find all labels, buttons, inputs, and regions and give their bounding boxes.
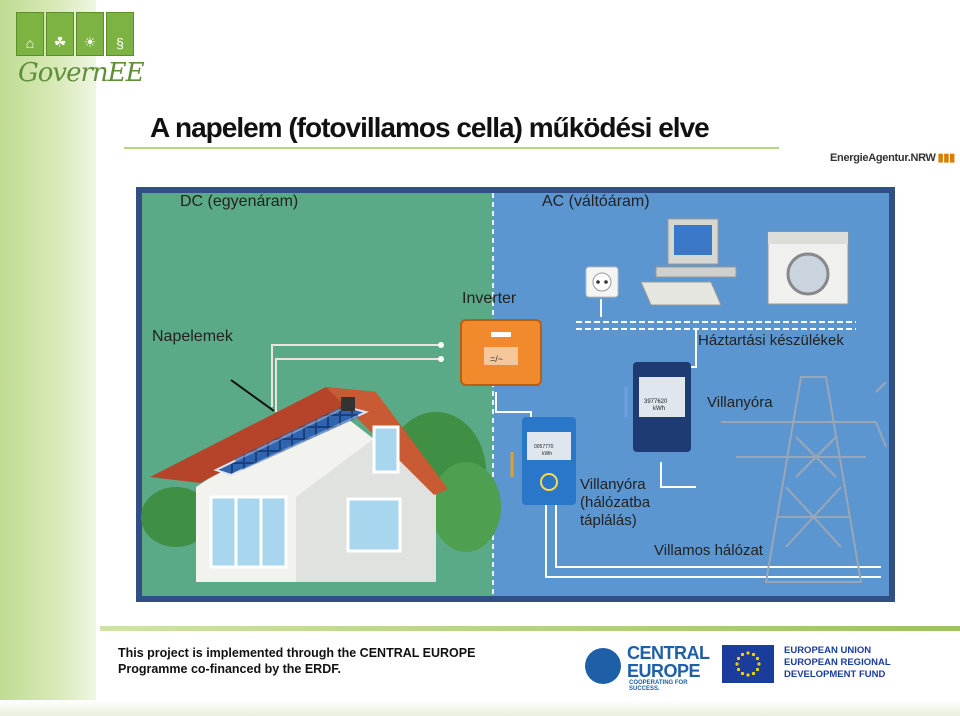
energieagentur-logo: EnergieAgentur.NRW▮▮▮ [830, 151, 955, 164]
eu-text-line1: EUROPEAN UNION [784, 645, 891, 657]
governee-logo-tiles: ⌂ ☘ ☀ § [16, 12, 134, 56]
washing-machine-icon [768, 232, 848, 304]
central-europe-name-line2: EUROPE [627, 662, 710, 680]
consumption-meter-reading: 3977620 [644, 399, 667, 405]
house-window-attic [374, 427, 398, 472]
inverter-box [461, 320, 541, 385]
ac-label: AC (váltóáram) [542, 193, 650, 211]
inverter-symbol: =/~ [490, 354, 503, 364]
energieagentur-logo-text: EnergieAgentur.NRW [830, 152, 936, 164]
inverter-label: Inverter [462, 290, 516, 308]
central-europe-tagline: COOPERATING FOR SUCCESS. [629, 680, 715, 692]
sidebar-band: ⌂ ☘ ☀ § GovernEE [0, 0, 96, 716]
page-title: A napelem (fotovillamos cella) működési … [150, 112, 709, 144]
central-europe-emblem-icon [585, 648, 621, 684]
consumption-meter-label: Villanyóra [707, 394, 773, 411]
house-icon: ⌂ [16, 12, 44, 56]
paragraph-icon: § [106, 12, 134, 56]
consumption-meter-unit: kWh [653, 406, 665, 412]
footer-divider [100, 626, 960, 631]
energieagentur-bars-icon: ▮▮▮ [938, 152, 955, 164]
appliances-label: Háztartási készülékek [698, 332, 844, 349]
feed-meter-unit: kWh [542, 451, 552, 457]
funding-notice: This project is implemented through the … [118, 645, 475, 677]
dc-label: DC (egyenáram) [180, 193, 298, 211]
feed-meter-label-line1: Villanyóra [580, 476, 646, 493]
feed-meter-reading: 0057770 [534, 444, 553, 450]
chimney-box [341, 397, 355, 411]
wall-outlet-icon [586, 267, 618, 297]
central-europe-name: CENTRAL EUROPE [627, 644, 710, 680]
eu-text-line2: EUROPEAN REGIONAL [784, 657, 891, 669]
feed-meter-label-line3: táplálás) [580, 512, 637, 529]
central-europe-name-line1: CENTRAL [627, 644, 710, 662]
house-window-right [348, 499, 400, 551]
funding-notice-line1: This project is implemented through the … [118, 645, 475, 661]
leaf-icon: ☘ [46, 12, 74, 56]
feed-meter-label-line2: (hálózatba [580, 494, 650, 511]
eu-fund-text: EUROPEAN UNION EUROPEAN REGIONAL DEVELOP… [784, 645, 891, 681]
diagram-graphic [136, 187, 895, 602]
eu-stars [722, 645, 774, 683]
house-window-left [211, 497, 286, 567]
grid-label: Villamos hálózat [654, 542, 763, 559]
central-europe-logo: CENTRAL EUROPE COOPERATING FOR SUCCESS. [585, 644, 715, 688]
governee-logo-text: GovernEE [18, 58, 144, 88]
title-underline [124, 147, 779, 149]
pv-system-diagram: DC (egyenáram) AC (váltóáram) Inverter N… [136, 187, 895, 602]
sun-icon: ☀ [76, 12, 104, 56]
eu-text-line3: DEVELOPMENT FUND [784, 669, 891, 681]
bottom-fade [0, 700, 960, 716]
eu-flag-icon [722, 645, 774, 683]
funding-notice-line2: Programme co-financed by the ERDF. [118, 661, 475, 677]
panels-label: Napelemek [152, 328, 233, 346]
